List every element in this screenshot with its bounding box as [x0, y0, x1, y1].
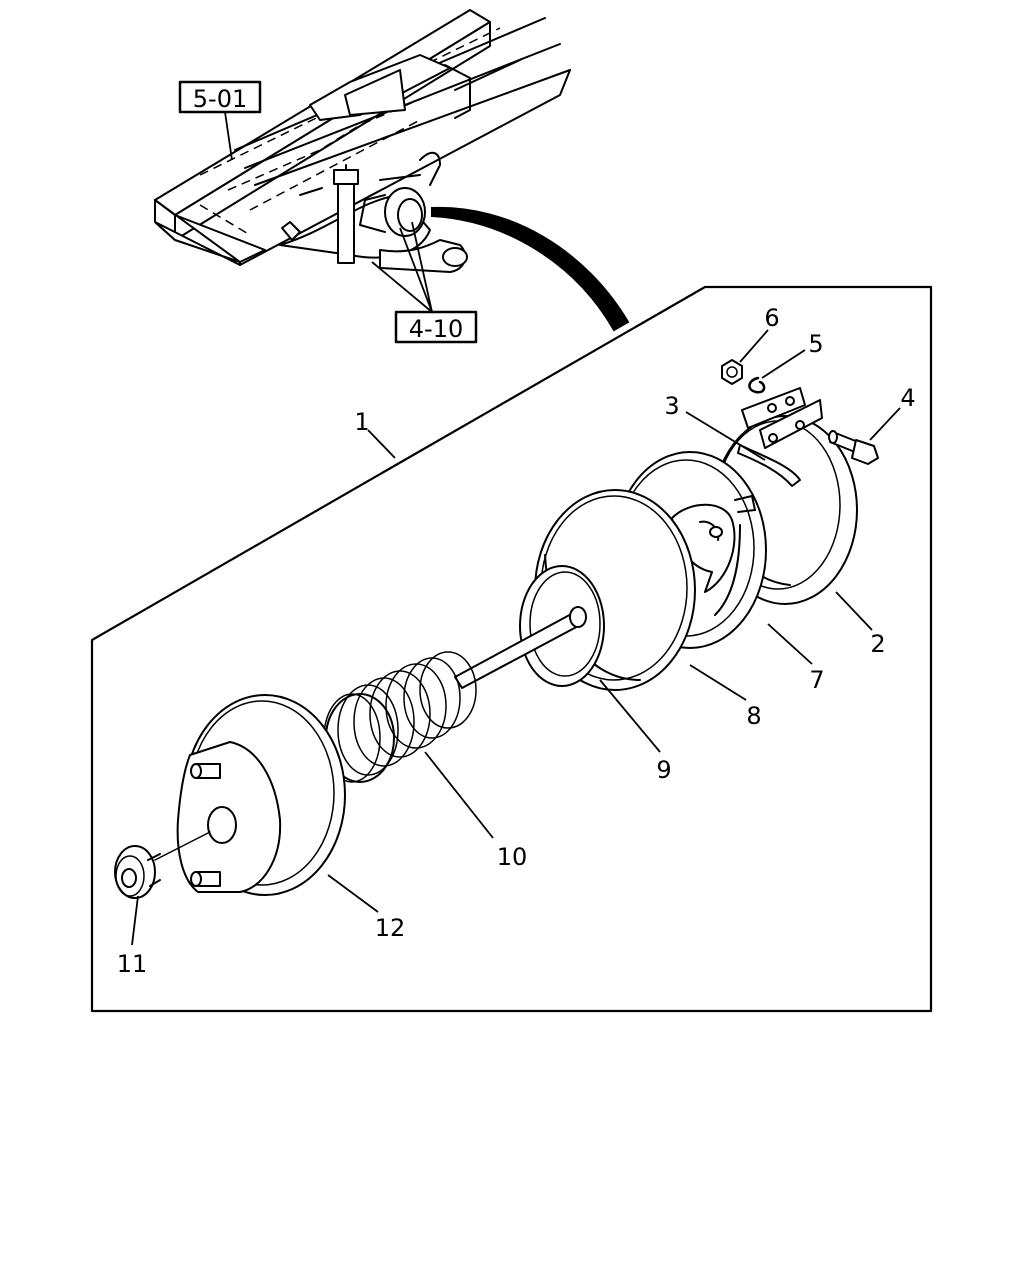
part-6-nut	[721, 359, 743, 385]
part-11-boot	[114, 845, 161, 899]
callout-8: 8	[746, 702, 761, 730]
callout-7: 7	[809, 666, 824, 694]
vehicle-frame-illustration	[154, 9, 571, 273]
callout-1: 1	[354, 408, 369, 436]
part-5-washer	[748, 376, 766, 394]
callout-5: 5	[808, 330, 823, 358]
callout-10: 10	[497, 843, 528, 871]
callout-4: 4	[900, 384, 915, 412]
callouts: 1 2 3 4 5 6 7 8 9 10 11 12	[117, 304, 916, 978]
detail-panel-border	[90, 285, 933, 1013]
part-3-clamp	[737, 387, 823, 487]
callout-9: 9	[656, 756, 671, 784]
callout-3: 3	[664, 392, 679, 420]
part-10-spring	[323, 651, 477, 783]
push-rod	[454, 606, 587, 689]
callout-11: 11	[117, 950, 148, 978]
ref-label-frame: 5-01	[193, 85, 247, 113]
mounting-studs	[190, 763, 221, 887]
part-4-bolt	[828, 430, 879, 465]
callout-6: 6	[764, 304, 779, 332]
ref-label-suspension: 4-10	[409, 315, 463, 343]
ref-box-frame[interactable]: 5-01	[178, 80, 262, 114]
detail-pointer-arrow	[431, 206, 630, 332]
callout-12: 12	[375, 914, 406, 942]
part-12-housing	[176, 694, 346, 896]
ref-box-suspension[interactable]: 4-10	[394, 310, 478, 344]
callout-2: 2	[870, 630, 885, 658]
